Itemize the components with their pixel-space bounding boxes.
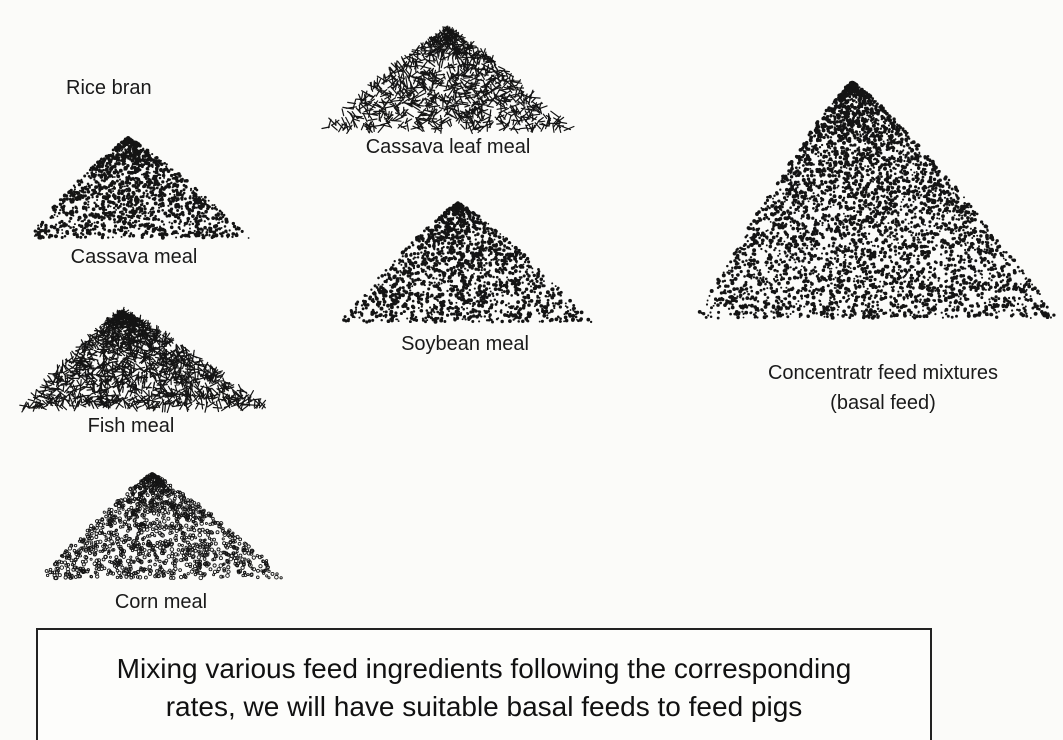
soybean-meal-pile <box>342 201 592 324</box>
cassava-leaf-meal-pile <box>322 26 574 133</box>
caption-line2: rates, we will have suitable basal feeds… <box>38 688 930 726</box>
fish-meal-pile <box>20 307 266 412</box>
soybean-meal-label: Soybean meal <box>401 334 529 354</box>
cassava-meal-pile <box>34 136 250 240</box>
concentrate-label-line2: (basal feed) <box>768 388 998 418</box>
rice-bran-label: Rice bran <box>66 78 152 98</box>
cassava-leaf-meal-label: Cassava leaf meal <box>366 137 531 157</box>
concentrate-feed-label: Concentratr feed mixtures (basal feed) <box>768 358 998 418</box>
caption-box: Mixing various feed ingredients followin… <box>36 628 932 740</box>
cassava-meal-label: Cassava meal <box>71 247 198 267</box>
corn-meal-pile <box>45 473 282 580</box>
caption-line1: Mixing various feed ingredients followin… <box>38 650 930 688</box>
fish-meal-label: Fish meal <box>88 416 175 436</box>
concentrate-feed-pile <box>698 81 1056 320</box>
corn-meal-label: Corn meal <box>115 592 207 612</box>
concentrate-label-line1: Concentratr feed mixtures <box>768 358 998 388</box>
